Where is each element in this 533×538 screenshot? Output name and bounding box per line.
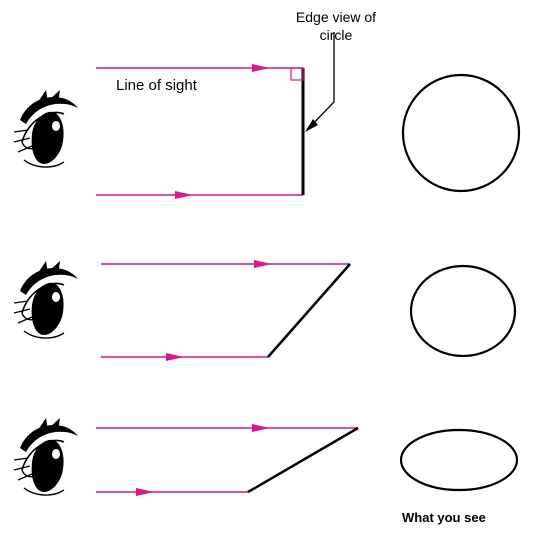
arrowhead: [252, 424, 270, 432]
tilted-edge-line: [248, 428, 358, 492]
view-ellipse: [401, 430, 517, 490]
arrowhead: [175, 191, 193, 199]
edge-view-callout: Edge view of circle: [276, 8, 396, 44]
tilted-edge-line: [268, 264, 350, 357]
line-of-sight-label: Line of sight: [116, 77, 197, 94]
right-angle-mark: [291, 68, 303, 80]
edge-view-label-line1: Edge view of: [276, 8, 396, 26]
panel-tilted: [14, 260, 515, 361]
callout-leader: [309, 32, 334, 128]
eye-icon: [14, 90, 78, 167]
panel-more-tilted: [14, 418, 517, 496]
panel-face-on: [14, 32, 519, 199]
eye-icon: [14, 261, 78, 338]
what-you-see-label: What you see: [402, 510, 486, 525]
eye-icon: [14, 418, 78, 495]
arrowhead: [252, 64, 270, 72]
view-ellipse: [411, 266, 515, 356]
arrowhead: [254, 260, 272, 268]
view-circle: [403, 75, 519, 191]
arrowhead: [136, 488, 154, 496]
edge-view-label-line2: circle: [276, 26, 396, 44]
arrowhead: [166, 353, 184, 361]
